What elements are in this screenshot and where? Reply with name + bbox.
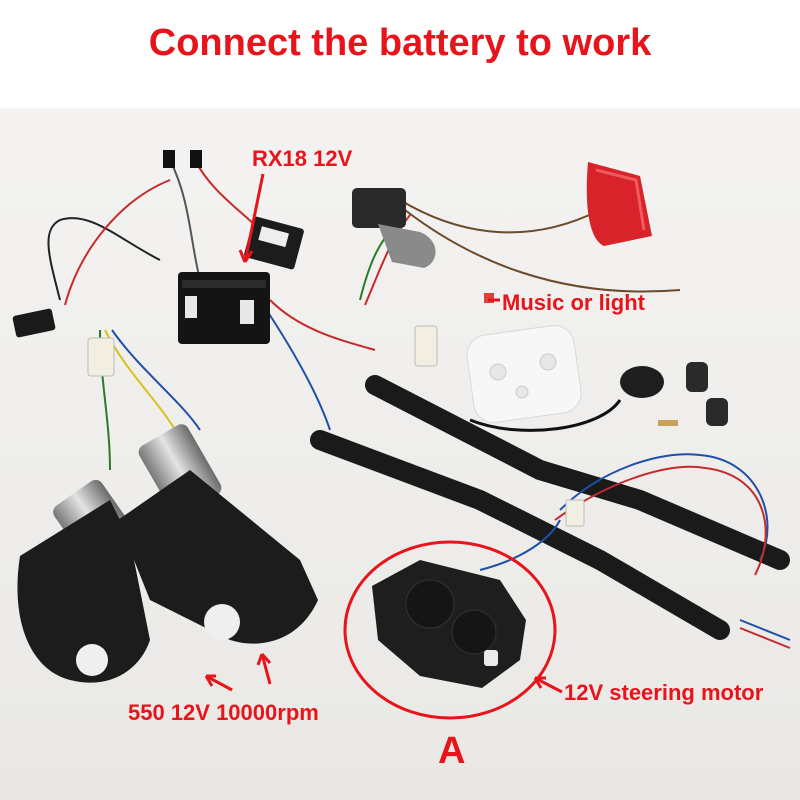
shifter-handle [352, 188, 436, 268]
marker-label: A [438, 730, 466, 772]
drive-motor-label: 550 12V 10000rpm [128, 700, 319, 725]
controller-label: RX18 12V [252, 146, 353, 171]
ignition-keys [620, 362, 728, 426]
steering-motor-label: 12V steering motor [564, 680, 764, 705]
music-light-label: Music or light [502, 290, 645, 315]
steering-motor [372, 560, 526, 688]
toggle-switch [12, 308, 56, 338]
page-title: Connect the battery to work [148, 22, 652, 64]
relay-module [244, 216, 304, 270]
annotation-marks [204, 173, 563, 720]
drive-motor-left [17, 479, 150, 683]
foot-pedal [586, 162, 652, 246]
controller-box [178, 272, 270, 344]
remote-control [466, 325, 582, 423]
drive-motor-right [118, 424, 318, 644]
plug-connector [87, 150, 585, 527]
